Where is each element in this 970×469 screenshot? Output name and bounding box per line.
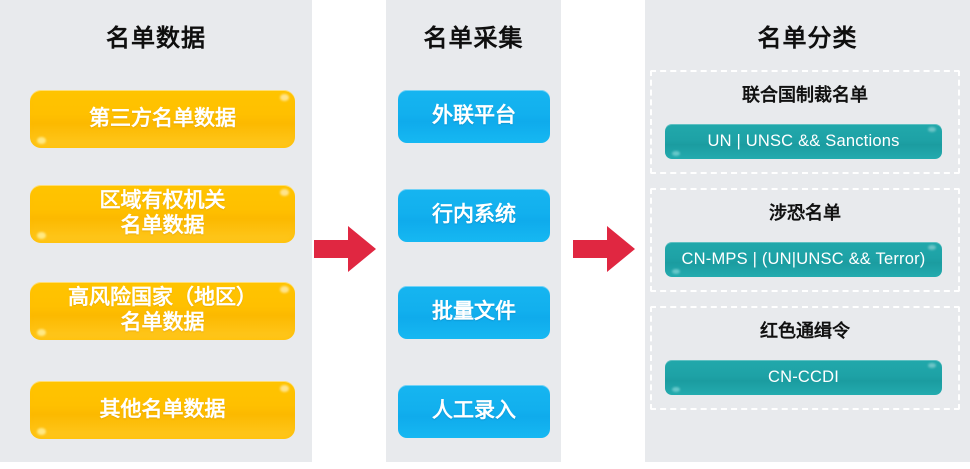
data-item-third-party[interactable]: 第三方名单数据 (30, 90, 295, 148)
column-title-list-classification: 名单分类 (757, 25, 858, 52)
collect-item-manual-entry[interactable]: 人工录入 (398, 385, 550, 438)
classify-group-red-notice: 红色通缉令 CN-CCDI (650, 306, 960, 410)
data-item-regional-authority[interactable]: 区域有权机关 名单数据 (30, 185, 295, 243)
classify-group-title-red-notice: 红色通缉令 (760, 321, 850, 341)
column-title-list-data: 名单数据 (106, 25, 206, 52)
classify-tag-un-sanctions[interactable]: UN | UNSC && Sanctions (665, 124, 942, 159)
classify-group-un-sanctions: 联合国制裁名单 UN | UNSC && Sanctions (650, 70, 960, 174)
collect-item-internal-system[interactable]: 行内系统 (398, 189, 550, 242)
classify-tag-red-notice[interactable]: CN-CCDI (665, 360, 942, 395)
classify-group-title-terror: 涉恐名单 (769, 203, 841, 223)
column-title-list-collection: 名单采集 (423, 25, 524, 52)
classify-tag-terror[interactable]: CN-MPS | (UN|UNSC && Terror) (665, 242, 942, 277)
column-list-classification: 名单分类 联合国制裁名单 UN | UNSC && Sanctions 涉恐名单… (645, 0, 970, 462)
data-item-other[interactable]: 其他名单数据 (30, 381, 295, 439)
collect-item-external-platform[interactable]: 外联平台 (398, 90, 550, 143)
classify-group-terror: 涉恐名单 CN-MPS | (UN|UNSC && Terror) (650, 188, 960, 292)
classify-group-title-un-sanctions: 联合国制裁名单 (742, 85, 868, 105)
column-list-collection: 名单采集 外联平台 行内系统 批量文件 人工录入 (386, 0, 561, 462)
collect-item-batch-file[interactable]: 批量文件 (398, 286, 550, 339)
data-item-high-risk-country[interactable]: 高风险国家（地区） 名单数据 (30, 282, 295, 340)
arrow-right-icon-data-to-collect (314, 226, 376, 272)
arrow-right-icon-collect-to-classify (573, 226, 635, 272)
column-list-data: 名单数据 第三方名单数据 区域有权机关 名单数据 高风险国家（地区） 名单数据 … (0, 0, 312, 462)
